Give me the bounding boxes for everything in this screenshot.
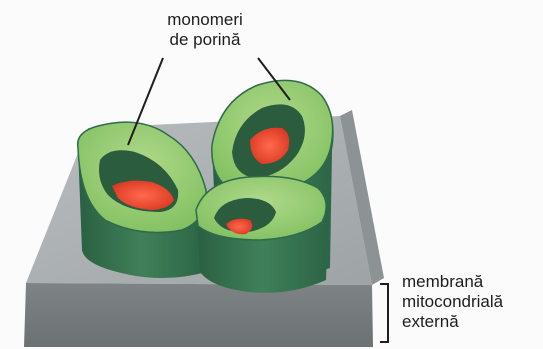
- membrane-front-face: [24, 283, 373, 347]
- outer-membrane-label: membrană mitocondrială externă: [402, 272, 542, 332]
- porin-monomers-label: monomeri de porină: [150, 10, 260, 50]
- membrane-label-line-1: membrană: [402, 272, 542, 292]
- porin-monomer-front: [196, 176, 328, 292]
- porin-label-line-2: de porină: [150, 30, 260, 50]
- membrane-label-line-2: mitocondrială: [402, 292, 542, 312]
- membrane-bracket: [380, 284, 388, 342]
- porin-label-line-1: monomeri: [150, 10, 260, 30]
- membrane-label-line-3: externă: [402, 312, 542, 332]
